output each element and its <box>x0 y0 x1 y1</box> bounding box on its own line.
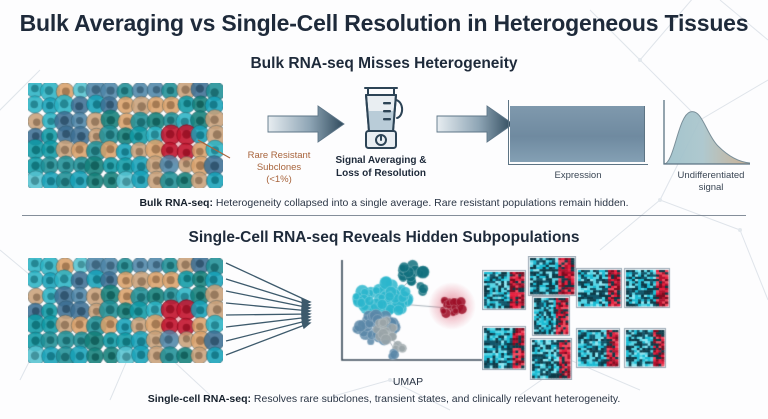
umap-plot <box>330 256 490 376</box>
rare-label-line1: Rare Resistant <box>247 150 311 161</box>
tissue-grid-bulk <box>28 83 223 188</box>
rare-clone-leader-line <box>197 139 231 159</box>
expression-bar-plot <box>508 100 648 170</box>
caption-singlecell: Single-cell RNA-seq: Resolves rare subcl… <box>0 393 768 405</box>
caption-sc-bold: Single-cell RNA-seq: <box>147 393 252 405</box>
undifferentiated-signal-curve <box>663 100 751 165</box>
caption-sc-text: Resolves rare subclones, transient state… <box>251 393 621 405</box>
rare-subclone-label: Rare Resistant Subclones (<1%) <box>224 150 334 186</box>
rare-label-line2: Subclones <box>256 161 302 173</box>
section-title-bulk: Bulk RNA-seq Misses Heterogeneity <box>250 55 518 72</box>
tissue-grid-singlecell <box>28 258 223 363</box>
rare-label-line3: (<1%) <box>266 173 292 185</box>
blender-label-line2: Loss of Resolution <box>336 167 426 179</box>
cell-dissociation-arrows <box>225 262 312 356</box>
page-title: Bulk Averaging vs Single-Cell Resolution… <box>19 10 749 36</box>
arrow-blender-to-expression <box>436 105 514 143</box>
section-divider <box>22 215 746 216</box>
per-cluster-expression-heatmaps <box>482 256 768 380</box>
blender-label-line1: Signal Averaging & <box>335 155 427 166</box>
umap-axis-label: UMAP <box>392 376 424 388</box>
caption-bulk: Bulk RNA-seq: Heterogeneity collapsed in… <box>0 197 768 209</box>
blender-icon <box>364 87 404 149</box>
caption-bulk-text: Heterogeneity collapsed into a single av… <box>212 197 629 209</box>
arrow-tissue-to-blender <box>267 105 345 143</box>
blender-label: Signal Averaging & Loss of Resolution <box>316 155 446 180</box>
expression-label: Expression <box>554 170 602 181</box>
section-title-singlecell: Single-Cell RNA-seq Reveals Hidden Subpo… <box>188 229 580 246</box>
undifferentiated-signal-label: Undifferentiated signal <box>651 170 768 194</box>
dist-label-line2: signal <box>698 181 724 193</box>
caption-bulk-bold: Bulk RNA-seq: <box>139 197 213 209</box>
dist-label-line1: Undifferentiated <box>677 170 745 181</box>
